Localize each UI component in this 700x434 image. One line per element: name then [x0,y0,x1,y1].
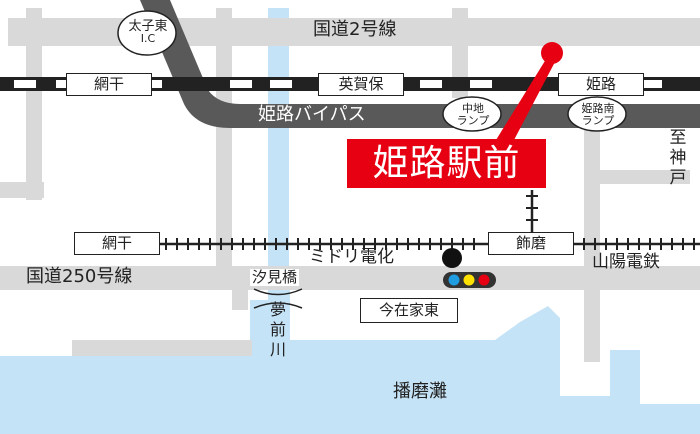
shiomibashi-label: 汐見橋 [250,268,300,286]
imazaike-higashi-label: 今在家東 [360,298,458,323]
landmark-marker [442,248,462,268]
route250-label: 国道250号線 [26,266,133,287]
bypass-label: 姫路バイパス [258,104,366,125]
himeji-ekimae-callout: 姫路駅前 [347,139,546,188]
callout-pointer [496,56,556,140]
bypass-road [140,0,700,128]
station-aboshi-sanyo: 網干 [74,232,160,255]
station-aboshi-jr: 網干 [66,73,152,96]
station-agaho: 英賀保 [318,73,404,96]
nakachi-ramp: 中地ランプ [456,102,490,127]
yumesaki-river-channel [268,8,289,308]
harima-nada-label: 播磨灘 [393,381,447,402]
station-himeji: 姫路 [558,73,644,96]
to-kobe-label: 至神戸 [669,128,687,188]
sanyo-line [150,190,700,250]
midori-denka-label: ミドリ電化 [309,247,394,267]
minor-roads [0,8,690,362]
route2-label: 国道2号線 [313,19,397,40]
sanyo-dentetsu-label: 山陽電鉄 [592,252,660,272]
nakachi-oval [442,96,502,132]
sea-area [0,288,700,434]
taishi-east-oval [117,10,177,56]
himeji-minami-ramp: 姫路南ランプ [581,102,615,127]
route250-road [0,266,700,290]
yumesaki-river-label: 夢前川 [269,300,286,359]
himeji-minami-oval [567,96,627,132]
station-shikama: 飾磨 [488,232,574,255]
